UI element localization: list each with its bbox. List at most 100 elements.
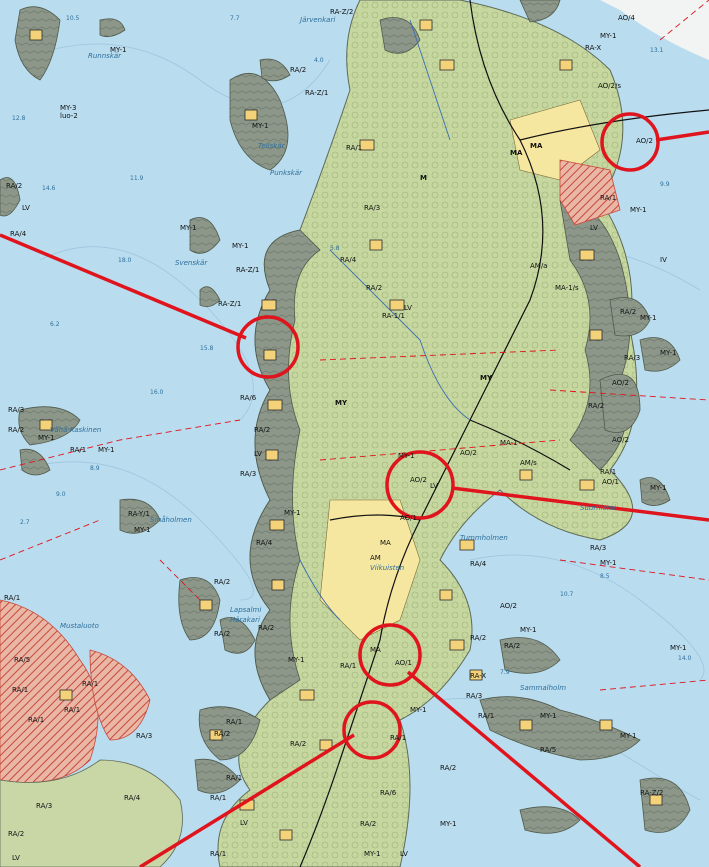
zone-label: MY-1 [180,224,196,232]
streams [299,19,471,621]
zone-label: RA/1 [82,680,98,688]
zone-label: RA/2 [290,740,306,748]
zone-label: M [420,174,427,182]
depth-number: 13.1 [650,47,664,54]
zone-label: RA/1 [28,716,44,724]
zone-label: RA/2 [214,578,230,586]
zone-label: RA/3 [8,406,24,414]
zone-label: LV [22,204,30,212]
zone-label: RA/3 [624,354,640,362]
zone-label: AO/1 [395,659,412,667]
zone-label: AO/2 [612,379,629,387]
callout-lines [0,130,709,867]
zone-label: RA/3 [136,732,152,740]
zone-label: LV [400,850,408,858]
zone-label: RA/1 [478,712,494,720]
zone-label: RA/2 [6,182,22,190]
zone-label: MY-1 [600,32,616,40]
zone-label: RA/4 [470,560,487,568]
zone-label: RA/2 [588,402,604,410]
zone-label: RA/1 [210,850,226,858]
depth-number: 14.6 [42,185,56,192]
zone-label: RA-Z/1 [305,89,328,97]
depth-number: 8.9 [90,465,100,472]
zone-label: MA [530,142,543,150]
place-smaholmen: Småholmen [150,515,192,524]
zone-label: RA/2 [258,624,274,632]
depth-number: 10.5 [66,15,80,22]
zone-label: MA [510,149,523,157]
zone-label: MY-1 [640,314,656,322]
depth-number: 15.8 [200,345,214,352]
place-viikuisten: Viikuisten [370,564,404,572]
place-punkskar: Punkskär [270,169,303,177]
building-plots [29,19,663,841]
zone-label: MY-1 [98,446,114,454]
zone-label: MA-1 [500,439,518,447]
mainland-corner [600,0,709,60]
highlight-circle-south-center [358,623,422,687]
zone-label: MY-1 [540,712,556,720]
zone-label: LV [254,450,262,458]
depth-soundings: 10.5 7.7 12.8 14.6 15.8 11.9 13.1 9.9 10… [12,15,692,676]
zone-label: MY-1 [232,242,248,250]
place-suurniemi: Suurniemi [580,504,616,512]
zone-label: RA/1 [226,718,242,726]
zone-label: RA/1 [346,144,362,152]
place-jarvenkari: Järvenkari [298,16,335,24]
zone-label: MY-1 [440,820,456,828]
place-mustaluoto: Mustaluoto [60,622,99,630]
zone-label: AO/2 [612,436,629,444]
depth-number: 4.0 [314,57,324,64]
zone-label: RA/2 [504,642,520,650]
zone-label: LV [590,224,598,232]
zone-label: RA/3 [466,692,482,700]
zone-label: RA/1 [70,446,86,454]
depth-number: 16.0 [150,389,164,396]
zone-label: RA/2 [290,66,306,74]
zone-label: MY-1 [134,526,150,534]
depth-number: 10.7 [560,591,574,598]
depth-number: 5.8 [330,245,340,252]
depth-number: 7.7 [230,15,240,22]
zone-label: MY-1 [398,452,414,460]
depth-number: 8.5 [600,573,610,580]
zone-label: MY [480,374,493,382]
place-vaha-kaskinen: Vähä-Kaskinen [50,426,101,434]
zone-label: RA/5 [14,656,30,664]
place-harakari: Härakari [230,616,260,624]
protected-area-north [559,159,621,226]
zone-label: RA/2 [366,284,382,292]
zone-label: AM [370,554,381,562]
highlight-circle-northeast [600,112,660,172]
zone-label: RA/4 [256,539,273,547]
zone-label: RA/2 [470,634,486,642]
zone-label: MY-1 [252,122,268,130]
zone-label: MY-1 [620,732,636,740]
zone-label: IV [660,256,667,264]
place-names: Runnskär Tellskär Punkskär Svenskär Vähä… [50,16,616,692]
zone-label: MY-1 [38,434,54,442]
protected-area-sw [89,649,151,741]
place-tellskar: Tellskär [258,142,286,150]
zone-label: MY-1 [284,509,300,517]
place-tummholmen: Tummholmen [460,534,508,542]
zone-label: MA [370,646,381,654]
small-islands [0,0,691,834]
depth-number: 9.0 [56,491,66,498]
zone-label: RA/1 [210,794,226,802]
zone-label: RA-Z/1 [218,300,241,308]
depth-number: 18.0 [118,257,132,264]
zone-label: RA/2 [360,820,376,828]
zone-label: MY-1 [600,559,616,567]
place-lapsalmi: Lapsalmi [230,606,261,614]
zoning-boundaries [0,0,709,691]
zone-label: AO/1 [400,514,417,522]
zone-label: RA/2 [214,630,230,638]
highlight-circle-west [236,315,300,379]
zone-label: RA/6 [240,394,257,402]
zone-label: LV [430,482,438,490]
highlight-circles [236,112,660,760]
zone-label: RA/3 [590,544,606,552]
